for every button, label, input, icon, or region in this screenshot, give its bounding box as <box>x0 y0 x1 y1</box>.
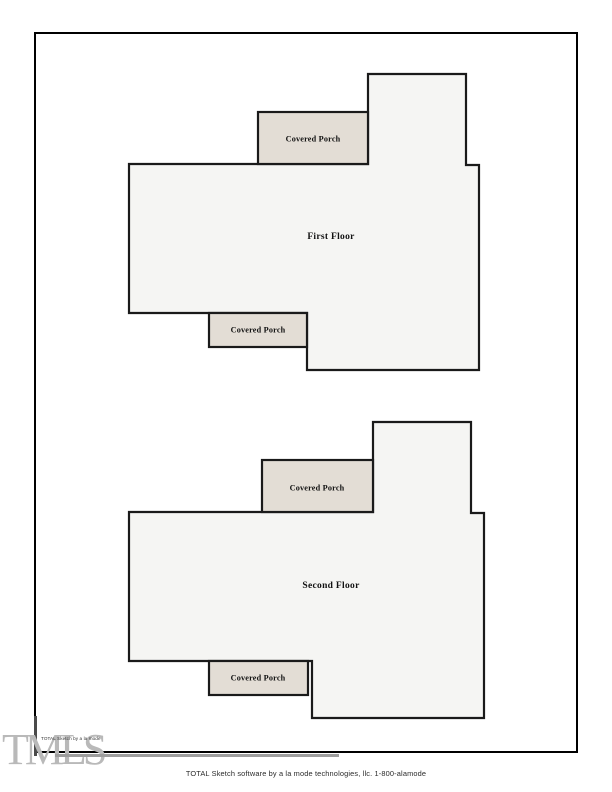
tmls-watermark: TMLS <box>2 725 107 774</box>
second-floor-label: Second Floor <box>302 581 360 591</box>
second-floor-porch-lower-label: Covered Porch <box>230 673 286 683</box>
footer-credit: TOTAL Sketch software by a la mode techn… <box>185 769 427 778</box>
first-floor-porch-lower-label: Covered Porch <box>230 325 286 335</box>
sketch-credit-small: TOTAL Sketch by a la mode <box>41 736 101 741</box>
first-floor-porch-upper-label: Covered Porch <box>285 134 341 144</box>
first-floor-label: First Floor <box>307 232 355 242</box>
second-floor-porch-upper-label: Covered Porch <box>289 483 345 493</box>
watermark-tick-mark <box>34 716 37 756</box>
watermark-rule <box>55 754 339 757</box>
page-border <box>34 32 578 753</box>
